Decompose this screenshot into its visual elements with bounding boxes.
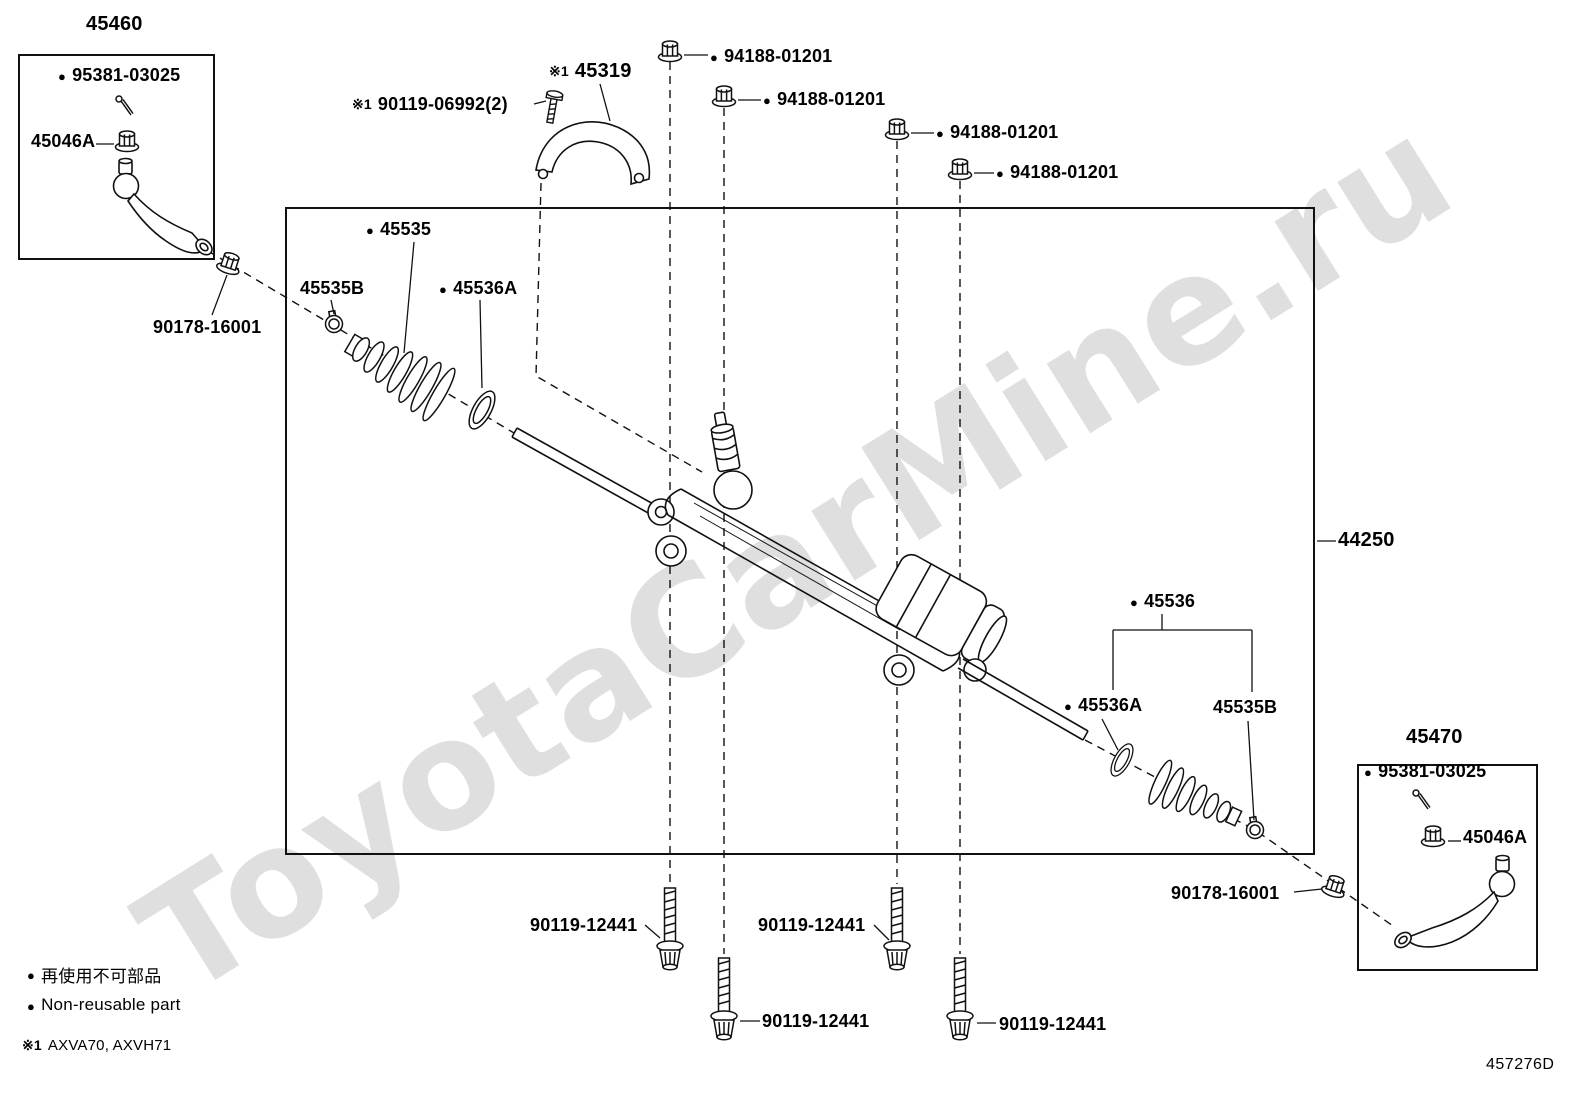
label-90178-right: 90178-16001	[1171, 883, 1280, 903]
label-45460: 45460	[86, 13, 143, 35]
label-45470: 45470	[1406, 726, 1463, 748]
non-reusable-icon: ●	[936, 126, 945, 141]
label-90178-left: 90178-16001	[153, 317, 262, 337]
label-45536: ● 45536	[1130, 591, 1196, 611]
label-94188-1: ● 94188-01201	[710, 46, 833, 66]
non-reusable-icon: ●	[1064, 699, 1073, 714]
flange-nut-3-icon	[884, 118, 910, 141]
flange-nut-1-icon	[657, 40, 683, 63]
mount-bolt-3-icon	[883, 887, 911, 971]
label-45046A-left: 45046A	[31, 131, 96, 151]
mount-bolt-4-icon	[946, 957, 974, 1041]
leader-lines	[96, 54, 1461, 1024]
part-group-box-45460	[18, 54, 215, 260]
non-reusable-icon: ●	[27, 998, 36, 1014]
legend-note-applicability: ※1 AXVA70, AXVH71	[22, 1037, 172, 1054]
non-reusable-icon: ●	[366, 223, 375, 238]
non-reusable-icon: ●	[58, 69, 67, 84]
label-94188-3: ● 94188-01201	[936, 122, 1059, 142]
legend-non-reusable-jp: ● 再使用不可部品	[27, 967, 162, 986]
label-94188-2: ● 94188-01201	[763, 89, 886, 109]
label-90119-12441-1: 90119-12441	[530, 915, 638, 935]
non-reusable-icon: ●	[27, 968, 36, 983]
pinion-input-drawing	[710, 411, 741, 473]
note1-icon: ※1	[549, 63, 569, 79]
label-45535B-right: 45535B	[1213, 697, 1278, 717]
label-45536A-left: ● 45536A	[439, 278, 518, 298]
part-group-box-45470	[1357, 764, 1538, 971]
label-90119-12441-4: 90119-12441	[999, 1014, 1107, 1034]
label-45046A-right: 45046A	[1463, 827, 1528, 847]
tie-rod-end-left-drawing	[112, 157, 213, 256]
flange-nut-4-icon	[947, 158, 973, 181]
flange-nut-2-icon	[711, 85, 737, 108]
label-94188-4: ● 94188-01201	[996, 162, 1119, 182]
label-90119-12441-2: 90119-12441	[762, 1011, 870, 1031]
legend-non-reusable-en: ● Non-reusable part	[27, 995, 181, 1014]
dashed-alignment-lines	[207, 62, 1397, 954]
label-45536A-right: ● 45536A	[1064, 695, 1143, 715]
mount-bolt-1-icon	[656, 887, 684, 971]
note1-icon: ※1	[22, 1037, 42, 1053]
label-90119-12441-3: 90119-12441	[758, 915, 866, 935]
rack-nut-right-icon	[1319, 872, 1350, 901]
non-reusable-icon: ●	[710, 50, 719, 65]
label-90119-06992: ※1 90119-06992(2)	[352, 94, 508, 114]
label-45535B-left: 45535B	[300, 278, 365, 298]
bracket-bolt-icon	[545, 90, 564, 124]
non-reusable-icon: ●	[1364, 765, 1373, 780]
label-45535: ● 45535	[366, 219, 432, 239]
assembly-box-44250	[285, 207, 1315, 855]
non-reusable-icon: ●	[996, 166, 1005, 181]
boot-left-drawing	[343, 333, 456, 422]
steering-rack-assembly-drawing	[511, 411, 1089, 741]
label-44250: 44250	[1338, 529, 1395, 551]
mount-bolt-2-icon	[710, 957, 738, 1041]
bracket-drawing	[535, 121, 651, 186]
diagram-code: 457276D	[1486, 1056, 1555, 1073]
label-95381-right: ● 95381-03025	[1364, 761, 1487, 781]
non-reusable-icon: ●	[439, 282, 448, 297]
label-95381-left: ● 95381-03025	[58, 65, 181, 85]
motor-ecu-drawing	[875, 553, 1008, 664]
non-reusable-icon: ●	[763, 93, 772, 108]
tie-rod-end-right-drawing	[1394, 854, 1516, 949]
non-reusable-icon: ●	[1130, 595, 1139, 610]
note1-icon: ※1	[352, 96, 372, 112]
rack-nut-left-icon	[214, 249, 245, 278]
boot-right-drawing	[1148, 759, 1243, 827]
label-45319: ※1 45319	[549, 60, 632, 82]
